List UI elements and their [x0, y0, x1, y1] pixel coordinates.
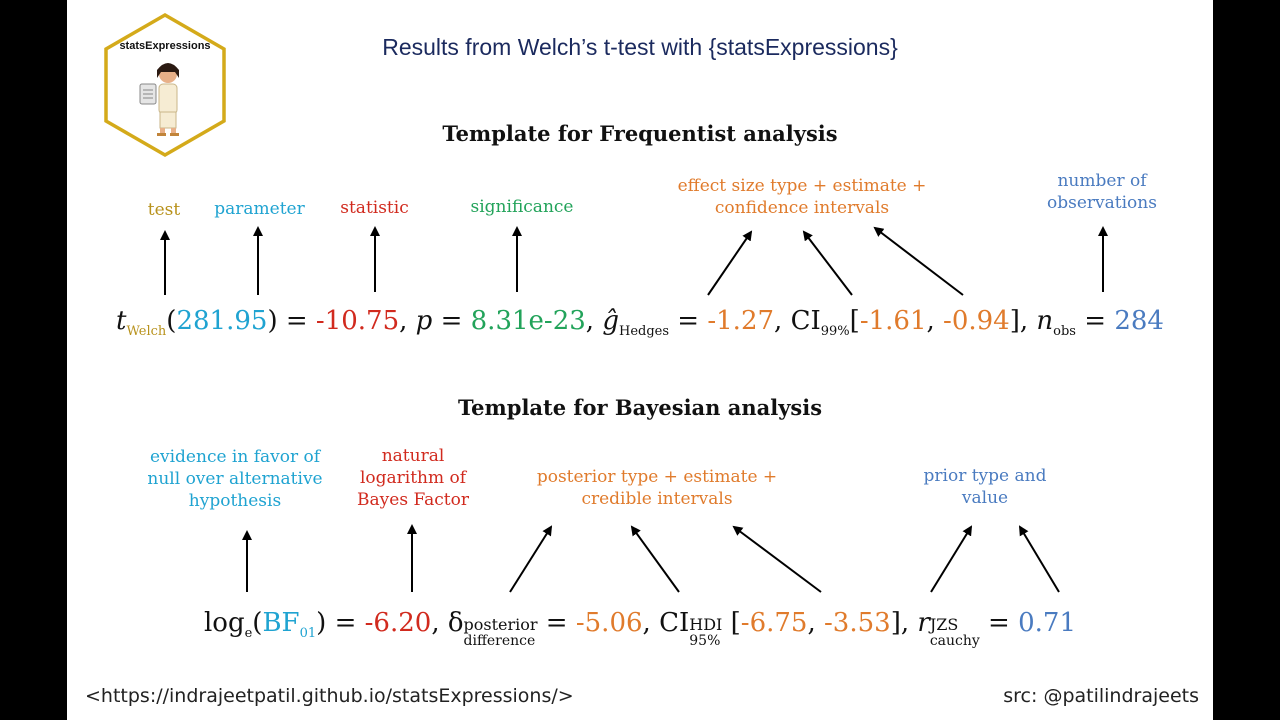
- ci-subscript: 99%: [820, 324, 850, 339]
- bf-subscript: 01: [299, 626, 317, 641]
- label-observations: number of observations: [1027, 170, 1177, 214]
- arrow-cri-low: [630, 525, 680, 593]
- arrows-layer: [160, 226, 1108, 593]
- label-evidence: evidence in favor of null over alternati…: [135, 446, 335, 512]
- arrow-posterior-estimate: [509, 525, 553, 593]
- log-symbol: log: [203, 608, 245, 638]
- t-symbol: t: [116, 306, 127, 336]
- p-symbol: p: [415, 306, 433, 336]
- arrow-prior-type: [930, 525, 973, 593]
- bf-symbol: BF: [262, 608, 300, 638]
- label-prior-line1: prior type and: [923, 466, 1047, 486]
- delta-superscript: posterior: [463, 615, 538, 634]
- df-value: 281.95: [176, 306, 268, 336]
- arrow-cri-high: [732, 525, 822, 593]
- g-subscript: Hedges: [618, 324, 670, 339]
- r-superscript: JZS: [929, 615, 959, 634]
- label-observations-line2: observations: [1047, 193, 1157, 213]
- label-effect-size: effect size type + estimate + confidence…: [652, 175, 952, 219]
- label-evidence-line3: hypothesis: [188, 491, 282, 511]
- n-symbol: n: [1036, 306, 1054, 336]
- cri-high-value: -3.53: [824, 608, 891, 638]
- label-log-bf-line3: Bayes Factor: [357, 490, 469, 510]
- log-bf-value: -6.20: [364, 608, 432, 638]
- ci-high-value: -0.94: [943, 306, 1010, 336]
- label-evidence-line2: null over alternative: [147, 469, 323, 489]
- g-symbol: ĝ: [602, 306, 619, 336]
- frequentist-heading: Template for Frequentist analysis: [442, 121, 838, 146]
- n-value: 284: [1114, 306, 1164, 336]
- effect-size-value: -1.27: [707, 306, 775, 336]
- statistic-value: -10.75: [315, 306, 400, 336]
- label-posterior-line1: posterior type + estimate +: [536, 467, 778, 487]
- posterior-estimate-value: -5.06: [575, 608, 643, 638]
- frequentist-formula: tWelch(281.95) = -10.75, p = 8.31e-23, ĝ…: [116, 306, 1164, 339]
- label-log-bf-line1: natural: [381, 446, 445, 466]
- label-statistic: statistic: [340, 198, 409, 218]
- t-subscript: Welch: [126, 324, 167, 339]
- p-value: 8.31e-23: [470, 306, 586, 336]
- log-subscript: e: [244, 626, 253, 641]
- r-symbol: r: [917, 608, 930, 638]
- label-log-bf: natural logarithm of Bayes Factor: [343, 445, 483, 511]
- delta-symbol: δ: [447, 608, 464, 638]
- slide: statsExpressions Results from Welch’s t-…: [67, 0, 1213, 720]
- label-observations-line1: number of: [1057, 171, 1147, 191]
- prior-value: 0.71: [1018, 608, 1077, 638]
- label-effect-size-line2: confidence intervals: [714, 198, 890, 218]
- label-significance: significance: [470, 197, 574, 217]
- bayesian-heading: Template for Bayesian analysis: [457, 395, 823, 420]
- delta-subscript: difference: [463, 633, 536, 649]
- r-subscript: cauchy: [929, 633, 980, 649]
- label-posterior-line2: credible intervals: [581, 489, 733, 509]
- cri-low-value: -6.75: [740, 608, 808, 638]
- main-title: Results from Welch’s t-test with {statsE…: [382, 34, 898, 60]
- footer-url[interactable]: <https://indrajeetpatil.github.io/statsE…: [85, 685, 574, 707]
- arrow-ci-high: [873, 226, 964, 296]
- arrow-ci-low: [802, 230, 853, 296]
- n-subscript: obs: [1053, 324, 1076, 339]
- label-evidence-line1: evidence in favor of: [149, 447, 321, 467]
- ci-symbol: CI: [790, 306, 821, 336]
- arrow-prior-value: [1018, 525, 1060, 593]
- label-prior: prior type and value: [910, 465, 1060, 509]
- ci-low-value: -1.61: [859, 306, 927, 336]
- ci-superscript-bayes: HDI: [689, 615, 723, 634]
- footer-source: src: @patilindrajeets: [1003, 685, 1199, 707]
- ci-subscript-bayes: 95%: [689, 633, 721, 649]
- label-prior-line2: value: [961, 488, 1009, 508]
- label-log-bf-line2: logarithm of: [359, 468, 467, 488]
- label-test: test: [147, 200, 181, 220]
- ci-symbol-bayes: CI: [659, 608, 690, 638]
- logo-text: statsExpressions: [119, 40, 210, 52]
- label-effect-size-line1: effect size type + estimate +: [677, 176, 927, 196]
- label-parameter: parameter: [214, 199, 305, 219]
- label-posterior: posterior type + estimate + credible int…: [507, 466, 807, 510]
- statsexpressions-logo: statsExpressions: [104, 12, 226, 158]
- arrow-effect-estimate: [707, 230, 753, 296]
